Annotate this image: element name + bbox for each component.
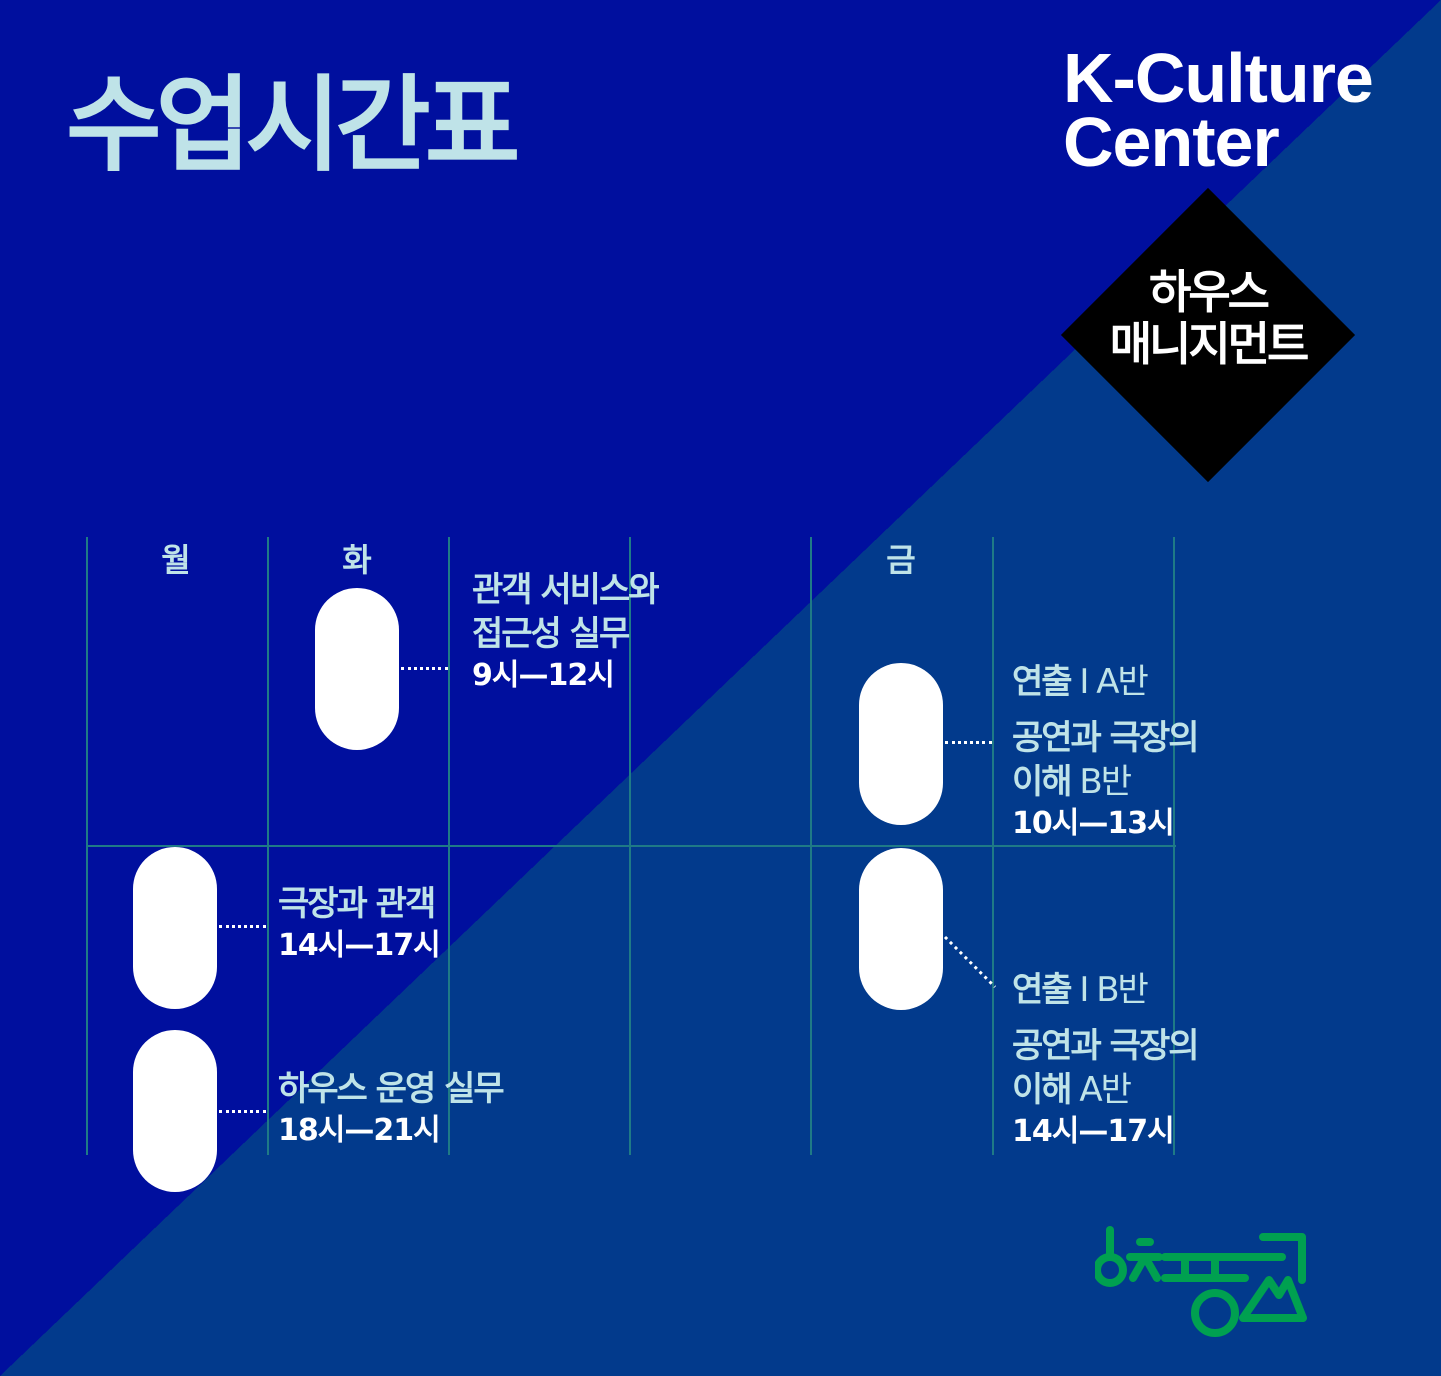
class-name: 이해 — [1012, 762, 1073, 802]
course-badge: 하우스 매니지먼트 — [1062, 266, 1354, 370]
class-title-b: 공연과 극장의 — [1012, 1026, 1200, 1066]
connector — [945, 741, 992, 744]
class-title-b: 공연과 극장의 — [1012, 718, 1200, 758]
class-title: 극장과 관객 — [278, 884, 436, 924]
class-info-friday-2: 연출 Ⅰ B반 공연과 극장의 이해 A반 14시—17시 — [1012, 968, 1200, 1152]
class-time: 14시—17시 — [1012, 1114, 1175, 1149]
class-title: 접근성 실무 — [472, 614, 630, 654]
class-block[interactable] — [859, 663, 943, 825]
class-section: Ⅰ A반 — [1070, 662, 1148, 702]
class-info-tuesday: 관객 서비스와 접근성 실무 9시—12시 — [472, 568, 660, 696]
class-title-b-2: 이해 B반 — [1012, 760, 1198, 804]
class-info-monday-2: 하우스 운영 실무 18시—21시 — [278, 1067, 505, 1151]
class-section: B반 — [1070, 762, 1132, 802]
class-section: Ⅰ B반 — [1070, 970, 1148, 1010]
class-info-monday-1: 극장과 관객 14시—17시 — [278, 882, 441, 966]
class-time: 9시—12시 — [472, 658, 615, 693]
class-time: 10시—13시 — [1012, 806, 1175, 841]
brand-logo-text: K-Culture Center — [1063, 39, 1374, 181]
class-info-friday-1: 연출 Ⅰ A반 공연과 극장의 이해 B반 10시—13시 — [1012, 660, 1200, 844]
connector — [219, 1110, 266, 1113]
connector — [401, 667, 448, 670]
class-time: 18시—21시 — [278, 1113, 441, 1148]
page-title: 수업시간표 — [66, 64, 520, 186]
connector — [219, 925, 266, 928]
course-badge-line-2: 매니지먼트 — [1109, 317, 1310, 371]
class-block[interactable] — [315, 588, 399, 750]
brand-line-2: Center — [1063, 103, 1280, 181]
class-section: A반 — [1070, 1070, 1132, 1110]
class-title: 하우스 운영 실무 — [278, 1069, 505, 1109]
class-block[interactable] — [133, 847, 217, 1009]
class-title-a: 연출 Ⅰ A반 — [1012, 660, 1198, 704]
class-time: 14시—17시 — [278, 928, 441, 963]
day-monday: 월 — [161, 541, 191, 579]
class-title-b-2: 이해 A반 — [1012, 1068, 1198, 1112]
brand-line-1: K-Culture — [1063, 39, 1374, 117]
connector — [943, 935, 997, 989]
class-name: 연출 — [1012, 970, 1073, 1010]
organization-logo — [1095, 1226, 1307, 1337]
day-tuesday: 화 — [342, 541, 372, 579]
class-title: 관객 서비스와 — [472, 570, 660, 610]
class-title-a: 연출 Ⅰ B반 — [1012, 968, 1198, 1012]
class-name: 이해 — [1012, 1070, 1073, 1110]
class-block[interactable] — [859, 848, 943, 1010]
grid-line-horizontal — [87, 845, 1176, 847]
day-friday: 금 — [886, 541, 916, 579]
class-block[interactable] — [133, 1030, 217, 1192]
class-name: 연출 — [1012, 662, 1073, 702]
course-badge-line-1: 하우스 — [1149, 265, 1270, 319]
